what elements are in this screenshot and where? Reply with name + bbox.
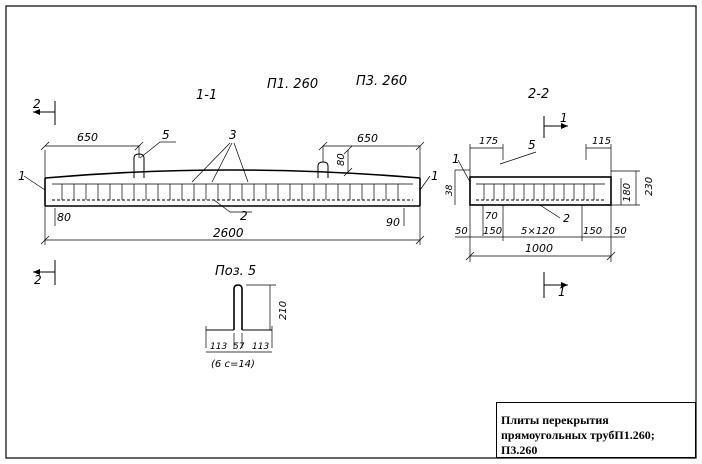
pos3-label: 3 (229, 128, 237, 142)
pos5-label-long: 5 (162, 128, 170, 142)
dim-2600: 2600 (40, 206, 425, 245)
detail-title: Поз. 5 (215, 264, 256, 279)
pos2-label-long: 2 (240, 209, 248, 223)
slab-long-section (44, 153, 421, 207)
dim-230: 230 (611, 170, 655, 206)
detail-dim-2: 57 (233, 342, 245, 352)
stirrup-group-long (61, 184, 399, 200)
dim-650-left-text: 650 (77, 131, 98, 144)
section1-code2: П3. 260 (356, 74, 407, 89)
dim-80-bottom-text: 80 (57, 211, 71, 224)
cut-label-bottom: 2 (34, 273, 42, 287)
dim-80-vertical-text: 80 (336, 153, 347, 166)
cut-label-top: 2 (33, 97, 41, 111)
detail-dim-height: 210 (278, 301, 289, 320)
dim-175: 175 (469, 136, 504, 177)
dim-180: 180 (620, 178, 633, 205)
pos1-label-cross: 1 (452, 152, 460, 166)
dim-1000: 1000 (465, 242, 616, 261)
dim-50-right-text: 50 (614, 226, 627, 237)
loop-detail: 210 113 57 113 (6 с=14) (205, 284, 289, 370)
cut1-label-top: 1 (560, 111, 568, 125)
pos2-label-cross: 2 (563, 212, 570, 225)
dim-90-text: 90 (386, 216, 400, 229)
dim-650-right: 650 (318, 132, 425, 178)
cut-marker-top: 2 (33, 97, 56, 125)
dim-80-vertical: 80 (336, 145, 353, 177)
dim-230-text: 230 (644, 177, 655, 196)
dim-5x120-text: 5×120 (521, 226, 555, 237)
dim-50-left-text: 50 (455, 226, 468, 237)
dim-2600-text: 2600 (213, 226, 244, 240)
title-block-line2: прямоугольных трубП1.260; П3.260 (501, 428, 655, 457)
dim-115: 115 (585, 136, 612, 177)
title-block-line1: Плиты перекрытия (501, 413, 609, 427)
dim-150-left-text: 150 (483, 226, 502, 237)
pos1-label-left: 1 (18, 169, 26, 183)
dim-1000-text: 1000 (525, 242, 553, 255)
cut-marker-1-top: 1 (543, 111, 568, 138)
dim-150-right-text: 150 (583, 226, 602, 237)
cut-marker-1-bottom: 1 (543, 272, 568, 299)
dim-175-text: 175 (479, 136, 498, 147)
pos5-label-cross: 5 (528, 138, 536, 152)
dim-115-text: 115 (592, 136, 611, 147)
stirrup-group-cross (483, 184, 595, 200)
cross-section (454, 169, 612, 206)
dim-650-right-text: 650 (357, 132, 378, 145)
detail-note: (6 с=14) (211, 359, 255, 370)
detail-dim-1: 113 (210, 342, 227, 352)
dim-650-left: 650 (40, 131, 144, 178)
pos1-label-right: 1 (431, 169, 439, 183)
sheet-frame (5, 5, 697, 459)
title-block: Плиты перекрытия прямоугольных трубП1.26… (496, 402, 696, 458)
dim-70-text: 70 (485, 211, 498, 222)
section1-code1: П1. 260 (267, 77, 318, 92)
loop-right (317, 161, 329, 178)
detail-dim-3: 113 (252, 342, 269, 352)
section2-title: 2-2 (528, 87, 549, 102)
dim-38-text: 38 (445, 184, 455, 196)
cut-marker-bottom: 2 (33, 260, 56, 287)
dim-chain-bottom: 50 150 5×120 150 50 (455, 205, 627, 262)
section1-title: 1-1 (196, 88, 217, 103)
cut1-label-bottom: 1 (558, 285, 566, 299)
dim-180-text: 180 (622, 183, 633, 202)
